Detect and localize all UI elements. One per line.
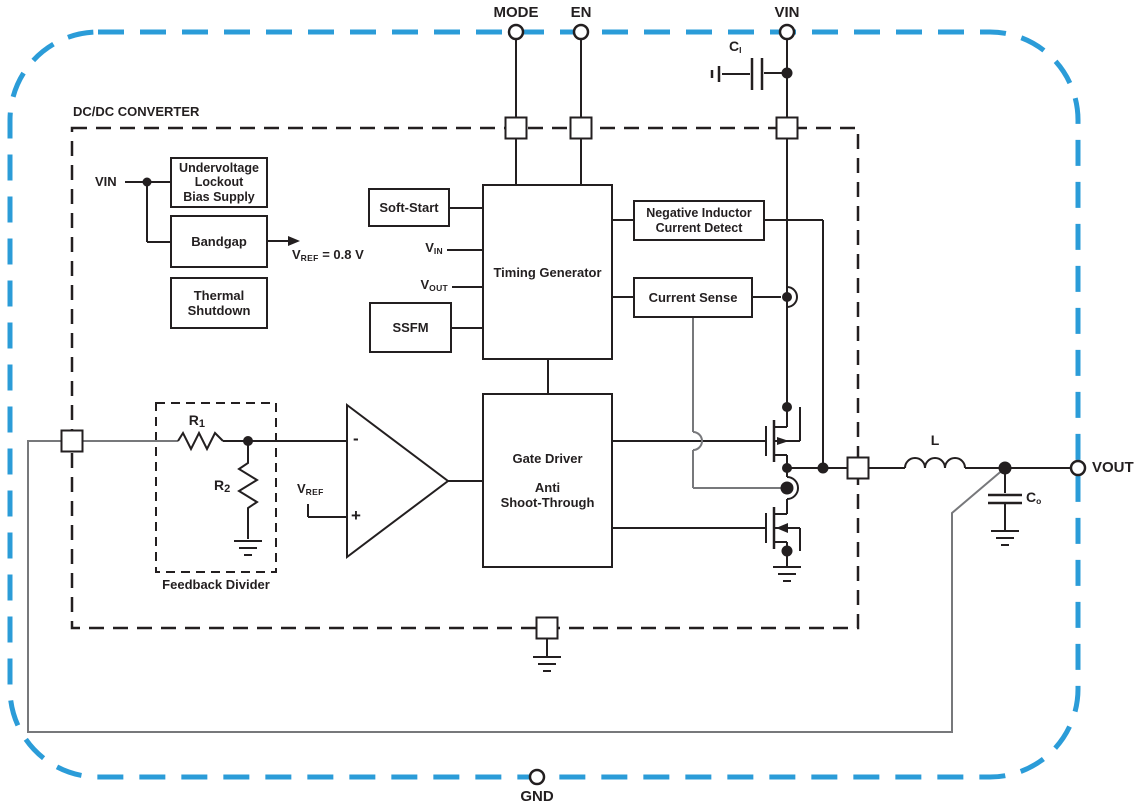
nmos-arrow-icon: [776, 523, 788, 533]
label-tg-vout: VOUT: [420, 277, 448, 293]
nmos-ground-icon: [773, 566, 801, 582]
block-label: SSFM: [392, 320, 429, 335]
block-negative-inductor-current-detect: Negative Inductor Current Detect: [633, 200, 765, 241]
pmos-arrow-icon: [777, 437, 789, 445]
pin-vin: [778, 23, 796, 41]
pin-vout: [1069, 459, 1087, 477]
pin-label-en: EN: [570, 4, 592, 21]
block-label: Current Detect: [655, 220, 743, 235]
pin-gnd: [528, 768, 546, 786]
label-vref-output: VREF = 0.8 V: [292, 247, 364, 263]
pad-feedback: [60, 429, 84, 453]
pin-label-gnd: GND: [520, 788, 554, 805]
wire-hop-icon: [692, 431, 703, 451]
block-bandgap: Bandgap: [170, 215, 268, 268]
label-opamp-plus: +: [351, 506, 361, 525]
block-current-sense: Current Sense: [633, 277, 753, 318]
label-r1: R1: [188, 412, 206, 430]
resistor-r1-icon: [177, 430, 224, 452]
r2-ground-icon: [234, 540, 262, 556]
diagram-title: DC/DC CONVERTER: [73, 104, 200, 119]
pin-label-vin: VIN: [774, 4, 800, 21]
mosfet-high-side-icon: [765, 407, 801, 477]
block-undervoltage-lockout: Undervoltage Lockout Bias Supply: [170, 157, 268, 208]
ic-outer-boundary: [7, 29, 1081, 780]
block-label: Shutdown: [187, 303, 251, 318]
wire-nicd-out: [765, 219, 824, 468]
output-capacitor-icon: [988, 493, 1022, 505]
block-label: Shoot-Through: [500, 495, 595, 510]
block-timing-generator: Timing Generator: [482, 184, 613, 360]
block-label: Lockout: [194, 175, 244, 190]
junction-dot: [782, 463, 792, 473]
converter-boundary: [70, 126, 860, 630]
label-r2: R2: [214, 477, 231, 495]
input-capacitor-icon: [750, 58, 764, 90]
block-label: Negative Inductor: [646, 206, 752, 220]
wire-feedback-loop: [27, 440, 1006, 733]
block-thermal-shutdown: Thermal Shutdown: [170, 277, 268, 329]
pin-label-mode: MODE: [493, 4, 539, 21]
block-label: Bandgap: [191, 234, 247, 249]
block-label: Timing Generator: [493, 264, 602, 280]
block-gate-driver: Gate Driver Anti Shoot-Through: [482, 393, 613, 568]
pad-mode: [504, 116, 528, 140]
pad-switch: [846, 456, 870, 480]
block-label: Soft-Start: [379, 200, 439, 215]
pin-circles: [507, 23, 1087, 786]
junction-dot: [780, 481, 794, 495]
cs-sw-hop-icon: [786, 476, 799, 500]
input-cap-ground-icon: [710, 66, 721, 82]
mosfet-low-side-icon: [765, 499, 801, 582]
converter-ground-icon: [533, 656, 561, 672]
junction-dot: [142, 177, 152, 187]
resistor-r2-icon: [237, 441, 259, 539]
block-label: Thermal: [193, 288, 245, 303]
junction-dot: [781, 545, 793, 557]
error-amplifier-icon: [346, 402, 450, 560]
wire-vin-internal: [125, 181, 170, 243]
pin-en: [572, 23, 590, 41]
block-label: Undervoltage: [179, 160, 259, 175]
label-opamp-vref: VREF: [297, 481, 324, 497]
junction-dot: [781, 67, 793, 79]
junction-dot: [782, 402, 792, 412]
block-label: Anti: [534, 480, 561, 495]
wire-vref-plus: [307, 504, 347, 518]
pad-vin: [775, 116, 799, 140]
block-ssfm: SSFM: [369, 302, 452, 353]
pin-label-vout: VOUT: [1092, 459, 1134, 476]
label-feedback-divider: Feedback Divider: [162, 577, 270, 592]
label-output-cap: Co: [1026, 489, 1042, 506]
junction-dot: [243, 436, 253, 446]
label-vin-internal: VIN: [95, 174, 117, 189]
label-inductor: L: [930, 432, 940, 448]
boundary-pads: [60, 116, 870, 640]
label-opamp-minus: -: [353, 429, 359, 448]
pad-en: [569, 116, 593, 140]
pad-gnd: [535, 616, 559, 640]
wire-input-cap: [722, 72, 787, 75]
wire-hops: [786, 286, 799, 500]
block-label: Current Sense: [648, 290, 738, 305]
junction-dot: [998, 461, 1012, 475]
label-input-cap: CI: [729, 38, 742, 55]
feedback-divider-boundary: [155, 402, 277, 573]
wire-cs-sense: [692, 318, 781, 489]
junction-dot: [817, 462, 829, 474]
block-label: Gate Driver: [512, 451, 583, 466]
cs-vin-hop-icon: [786, 286, 798, 308]
block-soft-start: Soft-Start: [368, 188, 450, 227]
pin-mode: [507, 23, 525, 41]
junction-dots: [142, 67, 1012, 557]
vref-arrowhead-icon: [288, 236, 300, 246]
output-cap-ground-icon: [991, 530, 1019, 546]
inductor-coil-icon: [904, 457, 966, 469]
label-tg-vin: VIN: [425, 240, 443, 256]
block-label: Bias Supply: [183, 189, 255, 204]
wires-gray: [27, 318, 1006, 733]
junction-dot: [782, 292, 792, 302]
